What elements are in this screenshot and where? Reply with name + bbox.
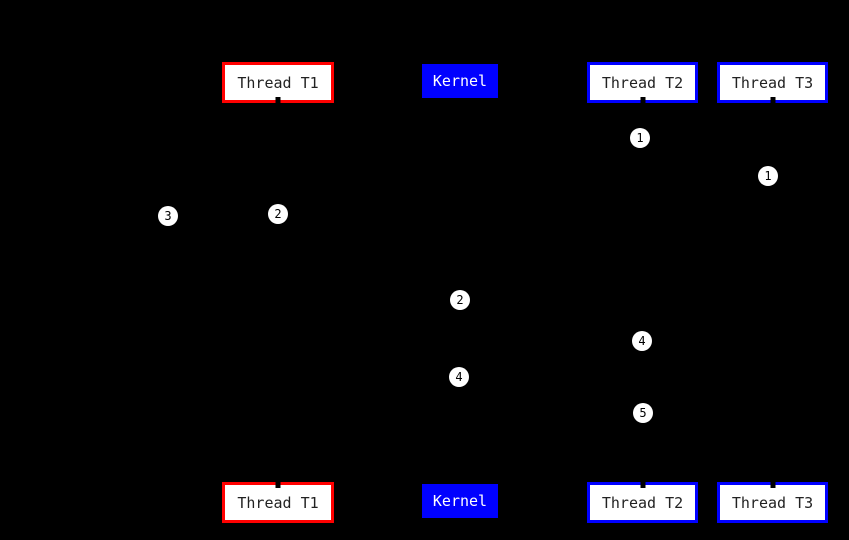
participant-box-thread-t2-top: Thread T2	[587, 62, 698, 104]
lifeline-notch	[275, 97, 281, 104]
participant-box-thread-t3-bottom: Thread T3	[717, 481, 828, 523]
participant-box-thread-t3-top: Thread T3	[717, 62, 828, 104]
lifeline-notch	[275, 481, 281, 488]
participant-label-thread-t3-top: Thread T3	[731, 73, 814, 92]
participant-box-kernel-bottom: Kernel	[422, 484, 498, 518]
participant-box-thread-t2-bottom: Thread T2	[587, 481, 698, 523]
participant-label-thread-t1-bottom: Thread T1	[237, 493, 319, 512]
participant-label-thread-t2-bottom: Thread T2	[601, 493, 684, 512]
participant-label-kernel-bottom: Kernel	[432, 492, 488, 510]
participant-label-thread-t1-top: Thread T1	[237, 73, 319, 92]
step-marker: 1	[630, 128, 650, 148]
step-marker: 3	[158, 206, 178, 226]
step-marker: 2	[450, 290, 470, 310]
step-marker: 4	[632, 331, 652, 351]
participant-label-thread-t3-bottom: Thread T3	[731, 493, 814, 512]
lifeline-notch	[640, 97, 645, 104]
participant-box-kernel-top: Kernel	[422, 64, 498, 98]
participant-label-kernel-top: Kernel	[432, 72, 488, 90]
lifeline-notch	[640, 481, 645, 488]
lifeline-notch	[770, 97, 775, 104]
step-marker: 5	[633, 403, 653, 423]
participant-box-thread-t1-top: Thread T1	[222, 62, 334, 104]
lifeline-notch	[770, 481, 775, 488]
participant-box-thread-t1-bottom: Thread T1	[222, 481, 334, 523]
participant-label-thread-t2-top: Thread T2	[601, 73, 684, 92]
step-marker: 4	[449, 367, 469, 387]
step-marker: 1	[758, 166, 778, 186]
step-marker: 2	[268, 204, 288, 224]
